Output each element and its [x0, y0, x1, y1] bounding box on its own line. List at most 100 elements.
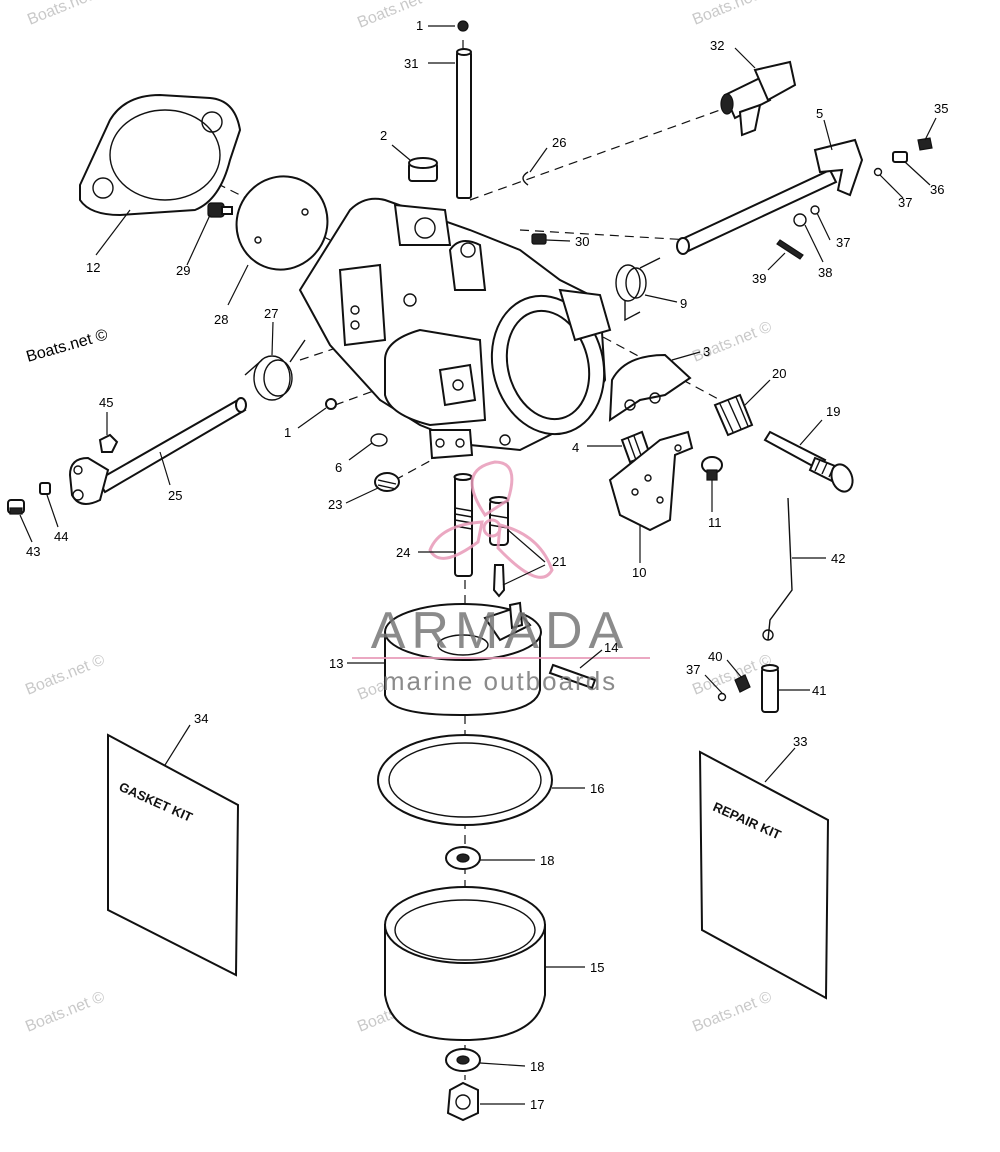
part-13-float [384, 601, 542, 717]
part-37-washer [873, 167, 883, 177]
part-42-wire [762, 497, 793, 641]
part-26-clip [522, 171, 529, 186]
part-15-bowl [384, 886, 546, 1042]
part-label: 32 [710, 38, 724, 53]
part-label: 31 [404, 56, 418, 71]
part-label: 12 [86, 260, 100, 275]
watermark: Boats.net © [23, 651, 107, 698]
part-27-spring [244, 339, 306, 401]
part-label: 9 [680, 296, 687, 311]
part-label: 15 [590, 960, 604, 975]
watermark: Boats.net © [25, 0, 109, 29]
part-label: 27 [264, 306, 278, 321]
part-label: 25 [168, 488, 182, 503]
part-18-washer-upper [445, 846, 481, 870]
part-label: 24 [396, 545, 410, 560]
part-6-washer [370, 433, 388, 447]
part-label: 20 [772, 366, 786, 381]
part-18-washer-lower [445, 1048, 481, 1072]
part-37-washer-c [717, 692, 727, 702]
part-label: 43 [26, 544, 40, 559]
watermark: Boats.net © [23, 988, 107, 1035]
part-5-shaft [676, 138, 864, 255]
logo-name: ARMADA [371, 602, 629, 660]
part-9-spring [615, 257, 661, 322]
part-label: 17 [530, 1097, 544, 1112]
part-32-fitting [720, 60, 797, 137]
gasket-kit-card: GASKET KIT [107, 733, 240, 977]
part-10-bracket [608, 430, 694, 532]
part-28-plate [235, 175, 329, 271]
part-label: 13 [329, 656, 343, 671]
part-label: 38 [818, 265, 832, 280]
part-30-screw [531, 233, 547, 245]
part-label: 18 [540, 853, 554, 868]
part-17-nut [446, 1081, 479, 1122]
watermark: Boats.net © [690, 988, 774, 1035]
part-label: 16 [590, 781, 604, 796]
watermark: Boats.net © [355, 0, 439, 32]
part-label: 18 [530, 1059, 544, 1074]
watermark-dark: Boats.net © [24, 326, 109, 366]
part-label: 5 [816, 106, 823, 121]
part-label: 29 [176, 263, 190, 278]
part-23-screw [374, 472, 400, 492]
part-labels: 1 31 32 2 26 5 35 36 37 12 29 30 37 38 3… [26, 18, 948, 1112]
part-label: 3 [703, 344, 710, 359]
carburetor-body [298, 197, 612, 460]
part-31-rod [456, 48, 472, 199]
part-label: 34 [194, 711, 208, 726]
part-label: 37 [686, 662, 700, 677]
part-label: 26 [552, 135, 566, 150]
armada-logo: ARMADA marine outboards [352, 460, 650, 696]
part-16-ring [377, 734, 553, 826]
part-1-screw-left [325, 398, 337, 410]
part-label: 45 [99, 395, 113, 410]
part-29-screw [207, 202, 233, 218]
part-14-pin [548, 663, 597, 690]
part-label: 21 [552, 554, 566, 569]
part-label: 44 [54, 529, 68, 544]
part-label: 40 [708, 649, 722, 664]
part-label: 28 [214, 312, 228, 327]
part-label: 11 [708, 515, 722, 530]
part-label: 39 [752, 271, 766, 286]
part-label: 23 [328, 497, 342, 512]
part-20-spring [713, 393, 754, 437]
repair-kit-card: REPAIR KIT [698, 750, 830, 1000]
part-36-screw [892, 151, 908, 163]
part-2-plug [408, 157, 438, 182]
part-1-screw-top [457, 20, 469, 32]
part-label: 42 [831, 551, 845, 566]
part-44-bushing [39, 482, 51, 495]
part-12-gasket [79, 93, 242, 217]
part-label: 14 [604, 640, 618, 655]
part-37-washer-b [810, 205, 820, 215]
part-label: 10 [632, 565, 646, 580]
part-label: 33 [793, 734, 807, 749]
part-label: 35 [934, 101, 948, 116]
part-38-washer [793, 213, 807, 227]
part-label: 41 [812, 683, 826, 698]
part-label: 1 [284, 425, 291, 440]
part-label: 37 [836, 235, 850, 250]
part-label: 4 [572, 440, 579, 455]
part-45-nut [98, 433, 119, 453]
part-41-sleeve [761, 664, 779, 713]
part-3-choke-plate [608, 353, 692, 422]
part-label: 2 [380, 128, 387, 143]
part-label: 1 [416, 18, 423, 33]
part-label: 37 [898, 195, 912, 210]
part-19-needle [763, 430, 854, 493]
part-39-pin [776, 239, 804, 260]
leader-lines [19, 25, 937, 1105]
logo-tagline: marine outboards [383, 666, 617, 696]
propeller-icon [428, 460, 554, 579]
part-43-screw [7, 499, 25, 515]
watermark: Boats.net © [690, 0, 774, 29]
part-label: 19 [826, 404, 840, 419]
part-label: 30 [575, 234, 589, 249]
part-25-shaft [68, 397, 247, 505]
part-11-screw [701, 456, 723, 481]
